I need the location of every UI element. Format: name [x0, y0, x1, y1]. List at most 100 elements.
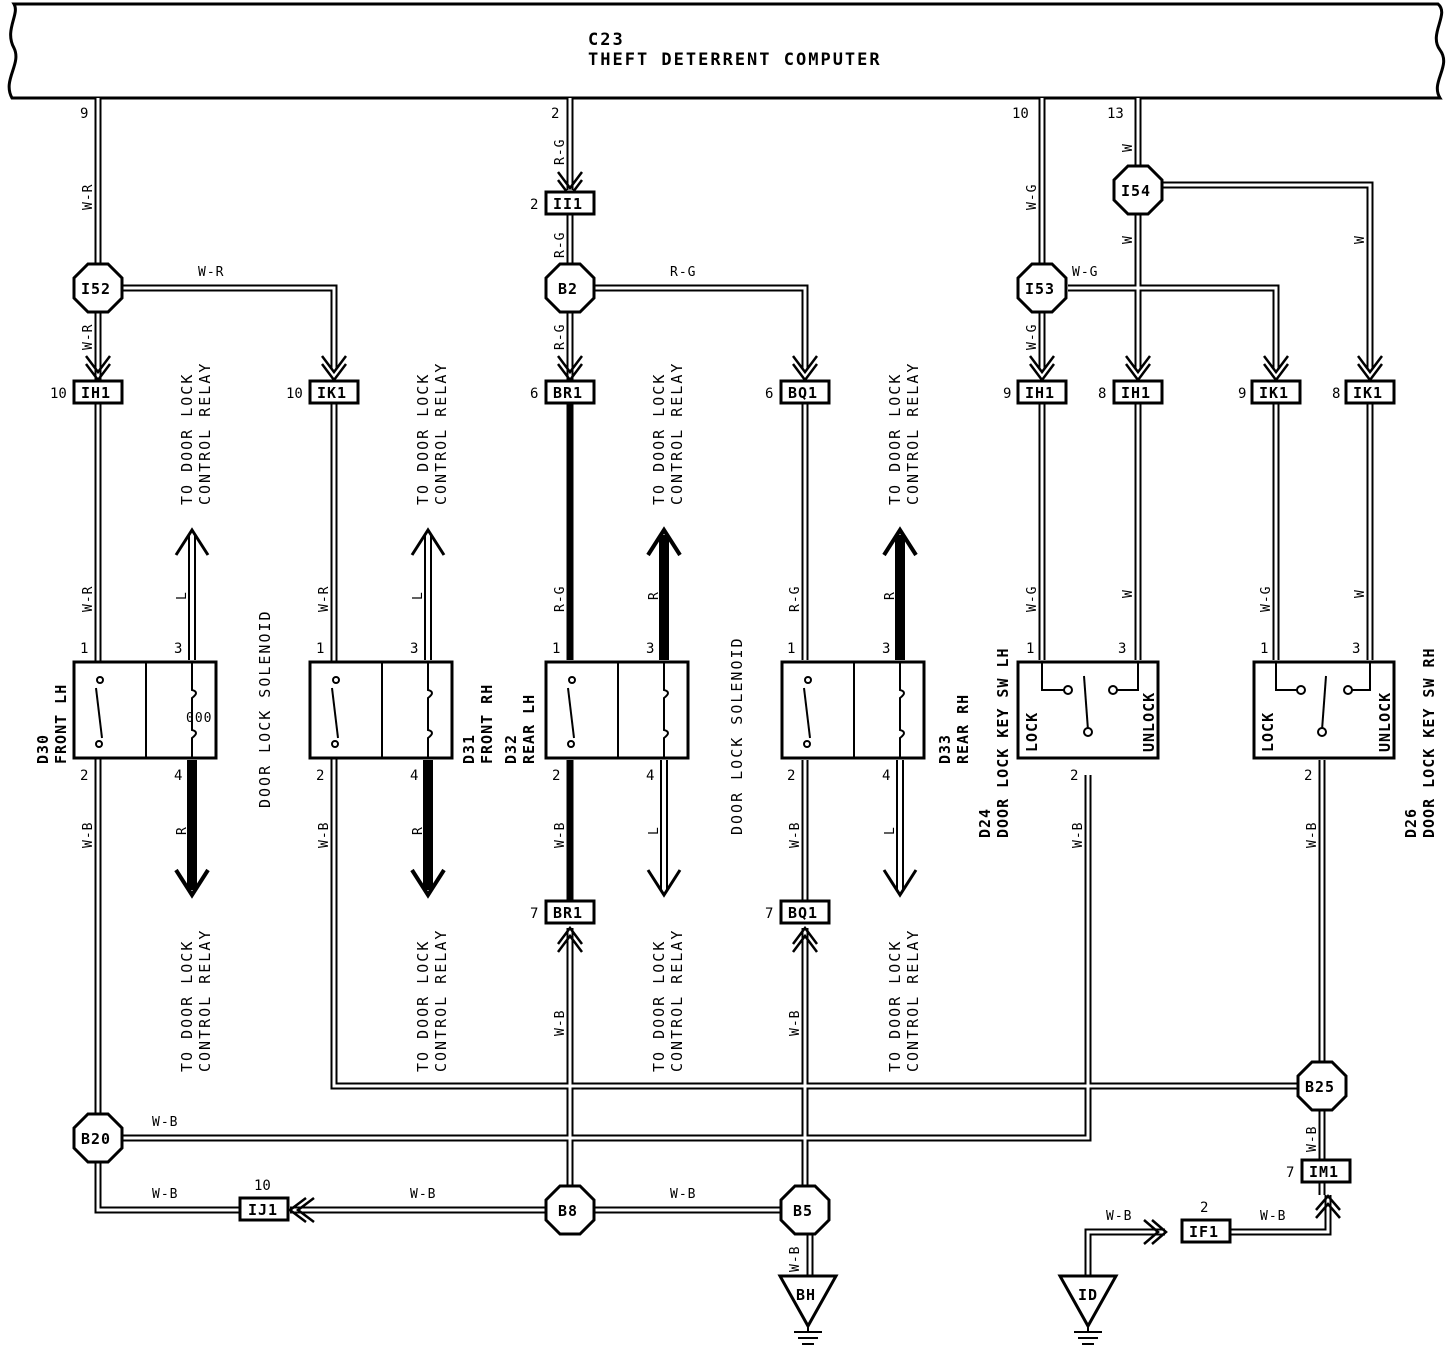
junction-b8: B8: [544, 1184, 596, 1236]
svg-text:4: 4: [646, 768, 654, 784]
solenoid-d33: [780, 660, 926, 760]
svg-text:W-R: W-R: [198, 265, 224, 280]
svg-text:W-B: W-B: [410, 1187, 436, 1202]
d26-name: DOOR LOCK KEY SW RH: [1420, 647, 1438, 838]
svg-text:W-B: W-B: [1106, 1209, 1132, 1224]
svg-text:W-B: W-B: [1305, 822, 1320, 848]
svg-text:TO DOOR LOCK: TO DOOR LOCK: [414, 373, 432, 505]
svg-text:R: R: [647, 591, 662, 600]
svg-text:3: 3: [174, 641, 182, 657]
svg-text:TO DOOR LOCK: TO DOOR LOCK: [650, 940, 668, 1072]
svg-text:IH1: IH1: [1121, 384, 1151, 402]
svg-text:L: L: [883, 826, 898, 835]
connector-ih1-9: IH1 9: [1003, 379, 1068, 405]
svg-text:4: 4: [882, 768, 890, 784]
d33-name: REAR RH: [954, 694, 972, 764]
d30-code: D30: [34, 734, 52, 764]
d32-name: REAR LH: [520, 694, 538, 764]
svg-text:7: 7: [530, 906, 538, 922]
d33-code: D33: [936, 734, 954, 764]
svg-text:TO DOOR LOCK: TO DOOR LOCK: [178, 940, 196, 1072]
svg-text:4: 4: [410, 768, 418, 784]
junctions: I52 B2 I53 I54 B20 B25 B8 B5: [72, 164, 1348, 1236]
connector-im1: IM1 7: [1286, 1158, 1352, 1184]
svg-text:W-R: W-R: [81, 184, 96, 210]
svg-text:2: 2: [1070, 768, 1078, 784]
svg-text:BR1: BR1: [553, 384, 583, 402]
svg-text:IK1: IK1: [1353, 384, 1383, 402]
junction-b5: B5: [779, 1184, 831, 1236]
d24-code: D24: [976, 808, 994, 838]
svg-text:7: 7: [1286, 1165, 1294, 1181]
computer-name: THEFT DETERRENT COMPUTER: [588, 50, 882, 70]
relay-texts: TO DOOR LOCK CONTROL RELAY TO DOOR LOCK …: [178, 362, 922, 1072]
svg-text:2: 2: [552, 768, 560, 784]
svg-text:W: W: [1121, 589, 1136, 598]
svg-text:2: 2: [530, 197, 538, 213]
svg-text:BQ1: BQ1: [788, 384, 818, 402]
svg-text:IM1: IM1: [1309, 1163, 1339, 1181]
svg-text:6: 6: [530, 386, 538, 402]
svg-text:B5: B5: [793, 1202, 813, 1220]
svg-text:CONTROL RELAY: CONTROL RELAY: [432, 929, 450, 1072]
svg-text:I53: I53: [1025, 280, 1055, 298]
svg-text:R-G: R-G: [670, 265, 696, 280]
svg-text:W-B: W-B: [1071, 822, 1086, 848]
svg-text:CONTROL RELAY: CONTROL RELAY: [196, 362, 214, 505]
svg-text:L: L: [411, 591, 426, 600]
svg-text:IH1: IH1: [81, 384, 111, 402]
svg-text:7: 7: [765, 906, 773, 922]
svg-text:R: R: [883, 591, 898, 600]
svg-text:9: 9: [1003, 386, 1011, 402]
svg-text:10: 10: [50, 386, 67, 402]
component-labels: DOOR LOCK SOLENOID DOOR LOCK SOLENOID D3…: [34, 609, 1438, 838]
svg-text:W: W: [1121, 235, 1136, 244]
svg-text:CONTROL RELAY: CONTROL RELAY: [432, 362, 450, 505]
svg-text:1: 1: [1026, 641, 1034, 657]
svg-text:L: L: [647, 826, 662, 835]
svg-text:IJ1: IJ1: [248, 1201, 278, 1219]
svg-text:W-B: W-B: [152, 1187, 178, 1202]
svg-text:2: 2: [1200, 1200, 1208, 1216]
solenoid-d31: [308, 660, 454, 760]
d31-code: D31: [460, 734, 478, 764]
d31-name: FRONT RH: [478, 684, 496, 764]
svg-text:9: 9: [1238, 386, 1246, 402]
svg-text:IH1: IH1: [1025, 384, 1055, 402]
d32-code: D32: [502, 734, 520, 764]
computer-pin-9: 9: [80, 106, 88, 122]
svg-text:W-G: W-G: [1072, 265, 1098, 280]
solenoid-d30: 000: [72, 660, 218, 760]
svg-text:W-B: W-B: [670, 1187, 696, 1202]
svg-text:3: 3: [882, 641, 890, 657]
d24-lock-label: LOCK: [1023, 712, 1041, 752]
svg-text:8: 8: [1332, 386, 1340, 402]
svg-text:CONTROL RELAY: CONTROL RELAY: [668, 929, 686, 1072]
svg-text:3: 3: [646, 641, 654, 657]
connector-ih1-10: IH1 10: [50, 379, 124, 405]
svg-text:2: 2: [787, 768, 795, 784]
computer-pin-2: 2: [551, 106, 559, 122]
svg-text:B20: B20: [81, 1130, 111, 1148]
svg-text:2: 2: [1304, 768, 1312, 784]
svg-text:1: 1: [787, 641, 795, 657]
junction-i53: I53: [1016, 262, 1068, 314]
svg-text:R: R: [175, 826, 190, 835]
svg-text:W-B: W-B: [788, 822, 803, 848]
svg-text:W-R: W-R: [81, 586, 96, 612]
relay-arrows: [174, 526, 918, 899]
svg-text:TO DOOR LOCK: TO DOOR LOCK: [178, 373, 196, 505]
d24-name: DOOR LOCK KEY SW LH: [994, 647, 1012, 838]
svg-text:IK1: IK1: [317, 384, 347, 402]
svg-text:1: 1: [552, 641, 560, 657]
svg-text:W-B: W-B: [1260, 1209, 1286, 1224]
junction-b2: B2: [544, 262, 596, 314]
svg-text:1: 1: [80, 641, 88, 657]
theft-deterrent-computer: C23 THEFT DETERRENT COMPUTER: [7, 2, 1446, 100]
